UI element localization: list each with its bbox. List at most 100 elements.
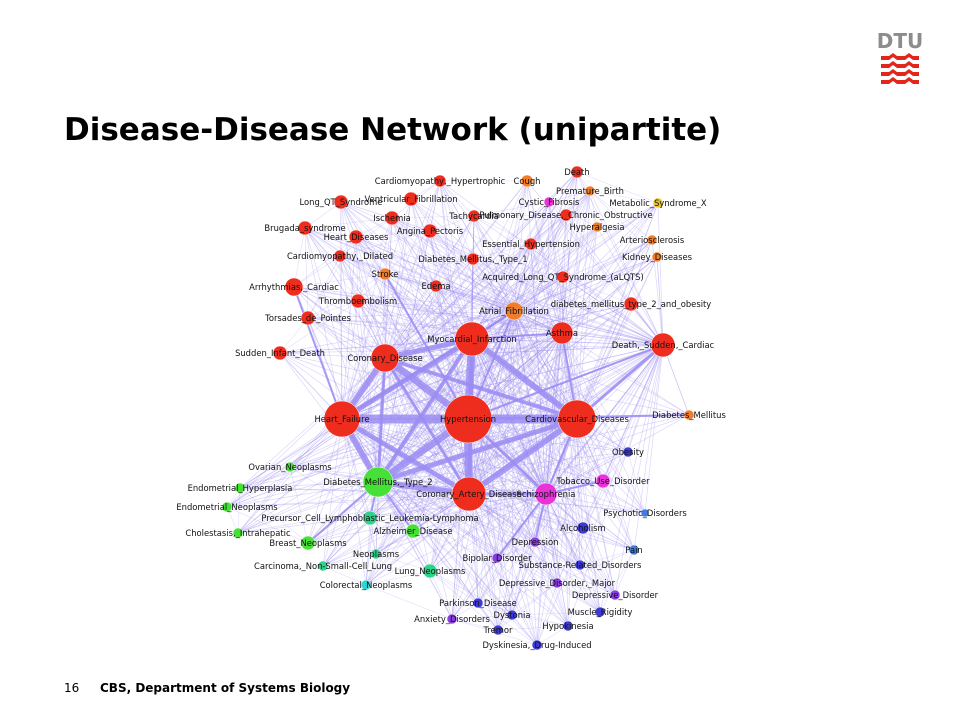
background-edge: [471, 338, 635, 551]
background-edge: [468, 493, 538, 646]
background-edge: [341, 418, 377, 555]
background-edge: [513, 256, 658, 312]
background-edge: [339, 255, 386, 275]
background-edge: [429, 338, 473, 572]
background-edge: [614, 344, 664, 596]
background-edge: [377, 481, 601, 613]
label-schizophrenia: Schizophrenia: [517, 489, 576, 499]
background-edge: [357, 300, 379, 483]
background-edge: [307, 310, 515, 319]
background-edge: [627, 344, 664, 453]
background-edge: [322, 310, 515, 567]
node-parkinson: [472, 597, 484, 609]
background-edge: [576, 418, 581, 566]
background-edge: [576, 171, 598, 228]
background-edge: [497, 582, 558, 631]
background-edge: [511, 493, 547, 616]
background-edge: [545, 451, 629, 495]
node-hypertension: [443, 394, 493, 444]
background-edge: [307, 317, 386, 359]
background-edge: [341, 180, 441, 420]
background-edge: [513, 310, 604, 482]
edge-cardiovascular-coronary_artery: [466, 416, 580, 497]
background-edge: [307, 344, 664, 544]
background-edge: [468, 493, 601, 613]
background-edge: [307, 317, 563, 334]
background-edge: [439, 180, 664, 346]
background-edge: [410, 198, 563, 334]
background-edge: [239, 487, 470, 495]
background-edge: [614, 549, 635, 596]
background-edge: [357, 217, 393, 302]
background-edge: [375, 493, 547, 555]
node-dyskinesia: [531, 639, 543, 651]
background-edge: [384, 357, 601, 613]
background-edge: [567, 344, 664, 627]
background-edge: [237, 418, 469, 534]
background-edge: [477, 582, 558, 604]
background-edge: [548, 201, 598, 228]
background-edge: [339, 255, 379, 483]
background-edge: [410, 198, 473, 340]
node-endo_neoplasms: [221, 501, 233, 513]
edge-hypertension-stroke: [384, 273, 469, 420]
background-edge: [341, 202, 659, 420]
label-dm_t2_obesity: diabetes_mellitus_type_2_and_obesity: [551, 299, 712, 309]
background-edge: [548, 201, 563, 334]
node-cough: [520, 174, 534, 188]
background-edge: [339, 255, 359, 302]
background-edge: [582, 527, 616, 596]
background-edge: [279, 338, 473, 354]
background-edge: [472, 258, 664, 346]
background-edge: [384, 230, 431, 359]
background-edge: [429, 230, 470, 495]
background-edge: [545, 493, 558, 584]
background-edge: [468, 451, 629, 495]
background-edge: [513, 310, 601, 613]
background-edge: [556, 332, 563, 584]
node-muscle_rigidity: [594, 606, 606, 618]
background-edge: [293, 286, 578, 420]
background-edge: [237, 493, 547, 534]
background-edge: [496, 541, 536, 559]
node-dystonia: [506, 609, 518, 621]
background-edge: [304, 227, 473, 340]
background-edge: [340, 201, 515, 312]
background-edge: [339, 217, 393, 257]
background-edge: [384, 202, 659, 359]
background-edge: [237, 466, 291, 534]
background-edge: [322, 418, 469, 567]
background-edge: [513, 180, 528, 312]
background-edge: [375, 530, 414, 555]
background-edge: [429, 230, 515, 312]
dtu-logo: DTU: [877, 29, 923, 84]
background-edge: [384, 357, 581, 566]
background-edge: [226, 481, 379, 508]
background-edge: [429, 230, 547, 495]
background-edge: [429, 570, 453, 620]
background-edge: [561, 332, 690, 416]
background-edge: [439, 180, 474, 260]
node-heart_diseases: [348, 229, 364, 245]
background-edge: [530, 243, 664, 346]
background-edge: [548, 201, 664, 346]
node-obesity: [622, 446, 634, 458]
background-edge: [477, 493, 547, 604]
background-edge: [599, 549, 635, 613]
background-edge: [513, 201, 550, 312]
label-arrhythmias: Arrhythmias,_Cardiac: [249, 282, 339, 292]
background-edge: [377, 481, 513, 616]
background-edge: [340, 201, 473, 340]
background-edge: [226, 493, 547, 508]
background-edge: [384, 180, 528, 359]
background-edge: [513, 310, 538, 646]
background-edge: [576, 190, 591, 420]
background-edge: [589, 190, 664, 346]
label-tobacco: Tobacco_Use_Disorder: [555, 476, 650, 486]
background-edge: [497, 493, 547, 631]
background-edge: [513, 226, 598, 312]
background-edge: [339, 230, 431, 257]
background-edge: [565, 214, 578, 420]
background-edge: [468, 239, 653, 495]
